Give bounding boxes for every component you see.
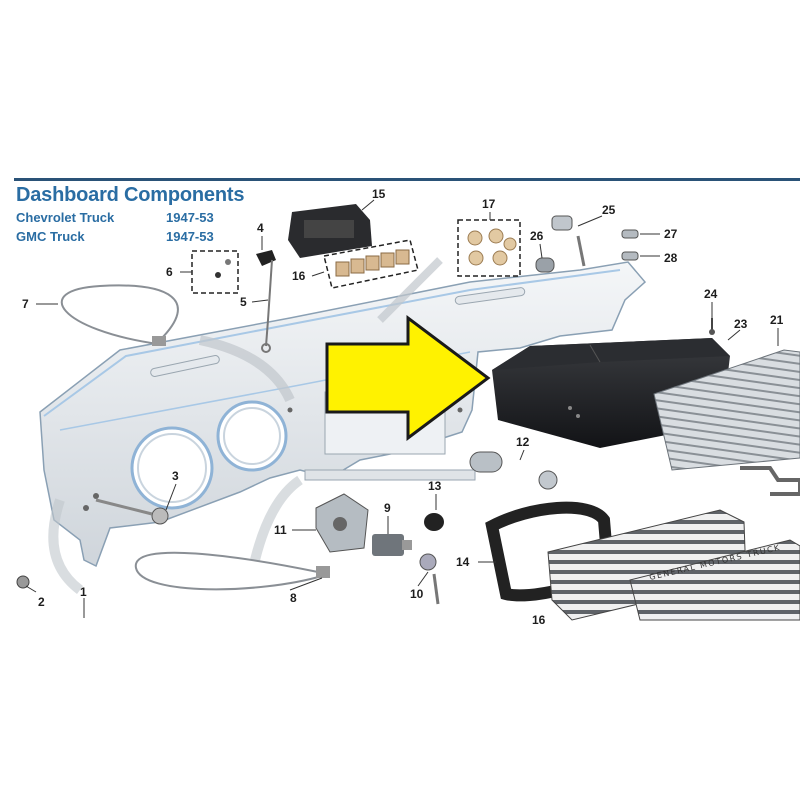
part-4-knob [256,250,276,266]
grille-panels: GENERAL MOTORS TRUCK [547,509,800,621]
header-rule [14,178,800,181]
highlight-arrow [325,315,491,441]
part-17-bumpers [457,219,521,277]
callout-13: 13 [428,479,442,493]
callout-11: 11 [274,523,287,537]
part-28-stud [621,251,639,261]
part-26-cylinder [535,257,555,273]
part-27-stud [621,229,639,239]
callout-17: 17 [482,197,496,211]
part-11-bracket [315,493,369,553]
part-16-pads [323,239,419,289]
part-6-fasteners [191,250,239,294]
callout-6: 6 [166,265,173,279]
callout-9: 9 [384,501,391,515]
part-15-bracket [288,204,372,258]
part-8-cable [134,551,330,591]
part-10-lock [419,553,440,605]
years-label-chevrolet: 1947-53 [166,210,214,225]
callout-28: 28 [664,251,678,265]
make-label-chevrolet: Chevrolet Truck [16,210,115,225]
callout-1: 1 [80,585,87,599]
callout-23: 23 [734,317,748,331]
diagram-title: Dashboard Components [16,184,245,206]
callout-3: 3 [172,469,179,483]
callout-labels: 1 2 3 4 5 6 7 8 9 10 11 12 13 14 15 16 1… [22,187,784,627]
callout-16: 16 [292,269,306,283]
callout-7: 7 [22,297,29,311]
callout-4: 4 [257,221,264,235]
hinge-bracket [740,466,800,496]
callout-14: 14 [456,555,470,569]
callout-21: 21 [770,313,784,327]
part-25-lock [551,215,586,267]
part-24-screw [709,318,715,335]
callout-8: 8 [290,591,297,605]
part-5-rod [261,259,273,353]
years-label-gmc: 1947-53 [166,229,214,244]
callout-partial: 16 [532,613,546,627]
callout-26: 26 [530,229,544,243]
callout-27: 27 [664,227,678,241]
callout-5: 5 [240,295,247,309]
make-label-gmc: GMC Truck [16,229,85,244]
part-2-nut [16,575,30,589]
part-3-knob [95,498,169,525]
callout-12: 12 [516,435,530,449]
glove-box-door [653,349,800,471]
callout-leaders [25,199,779,618]
part-9-switch [372,534,412,556]
callout-10: 10 [410,587,424,601]
callout-25: 25 [602,203,616,217]
callout-24: 24 [704,287,718,301]
callout-15: 15 [372,187,386,201]
part-12-lock-cylinder [469,451,558,490]
part-7-cable [60,284,179,346]
part-13-bumper [424,513,444,531]
callout-2: 2 [38,595,45,609]
